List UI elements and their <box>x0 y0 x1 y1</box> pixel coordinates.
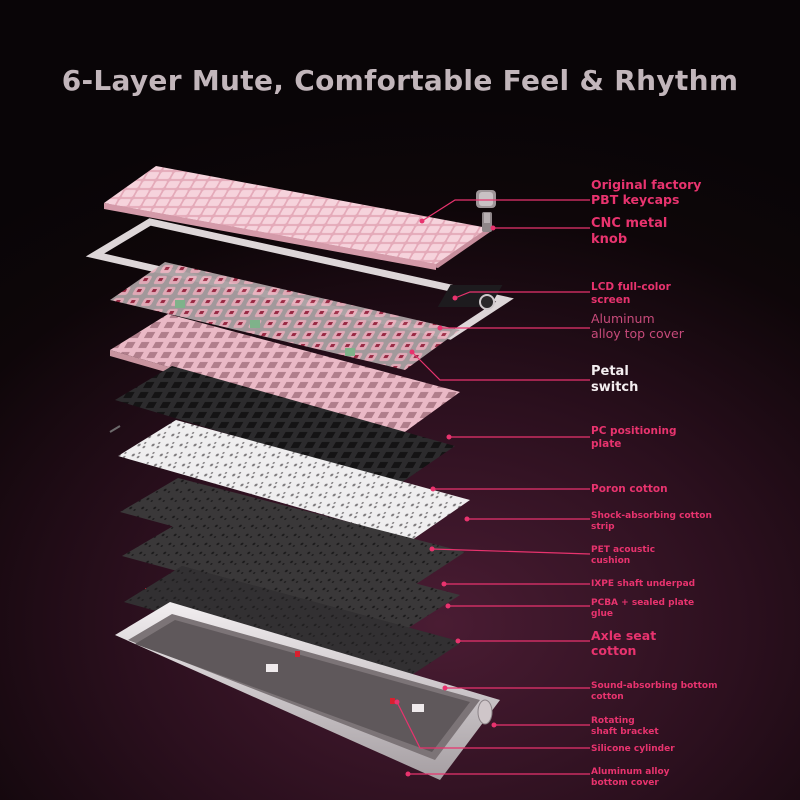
label-petal-switch: Petal switch <box>591 364 639 395</box>
label-shock-strip: Shock-absorbing cotton strip <box>591 511 712 532</box>
keycaps-layer <box>104 166 490 270</box>
label-pcba-glue: PCBA + sealed plate glue <box>591 598 695 619</box>
pcba-layer <box>124 566 462 680</box>
label-ixpe-underpad: IXPE shaft underpad <box>591 579 696 589</box>
switch-layer <box>110 262 460 370</box>
label-top-cover: Aluminum alloy top cover <box>591 311 684 341</box>
label-shaft-bracket: Rotating shaft bracket <box>591 716 659 737</box>
label-lcd-screen: LCD full-color screen <box>591 281 671 306</box>
label-cnc-knob: CNC metal knob <box>591 216 668 247</box>
page-title: 6-Layer Mute, Comfortable Feel & Rhythm <box>61 64 739 97</box>
label-silicone-cylinder: Silicone cylinder <box>591 744 675 754</box>
label-bottom-cover: Aluminum alloy bottom cover <box>591 767 670 788</box>
pet-layer <box>109 420 470 540</box>
label-axle-cotton: Axle seat cotton <box>591 628 657 658</box>
leader-dots <box>394 218 497 777</box>
label-bottom-cotton: Sound-absorbing bottom cotton <box>591 681 718 702</box>
label-poron-cotton: Poron cotton <box>591 483 668 495</box>
leader-lines <box>396 199 591 775</box>
poron-layer <box>115 366 455 485</box>
bottom-case-layer <box>115 602 500 780</box>
label-pet-cushion: PET acoustic cushion <box>591 545 656 566</box>
label-pc-plate: PC positioning plate <box>591 425 677 450</box>
knob-icon <box>476 190 496 232</box>
label-pbt-keycaps: Original factory PBT keycaps <box>591 177 702 207</box>
